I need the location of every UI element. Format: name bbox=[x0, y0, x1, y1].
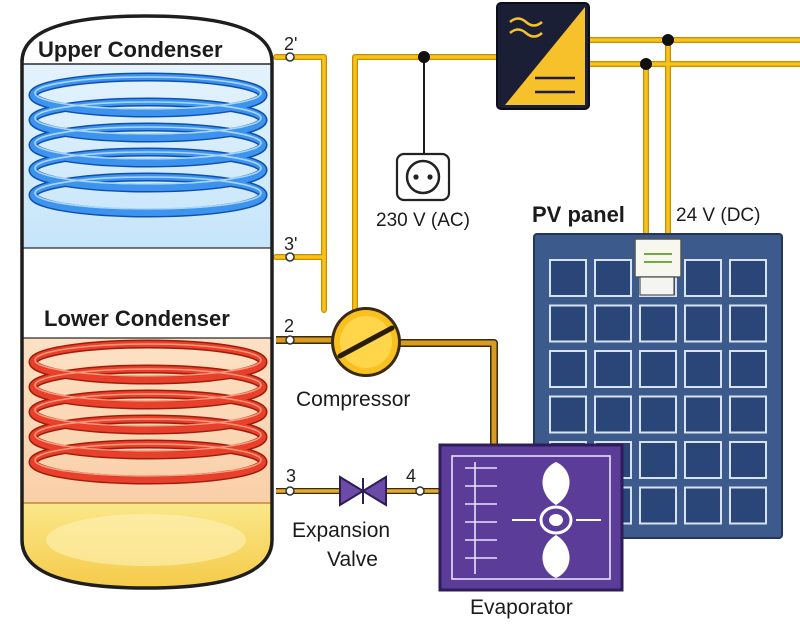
upper-condenser-label: Upper Condenser bbox=[38, 37, 223, 62]
pv-cell bbox=[594, 395, 632, 434]
inverter-icon bbox=[496, 2, 590, 110]
pv-cell bbox=[639, 350, 677, 388]
point-4-label: 4 bbox=[406, 466, 417, 486]
pv-cell bbox=[639, 486, 677, 525]
expansion-valve-label-line1: Expansion bbox=[292, 519, 391, 542]
expansion-valve-icon bbox=[339, 475, 387, 507]
expansion-valve-label-line2: Valve bbox=[327, 548, 378, 571]
dc-voltage-label: 24 V (DC) bbox=[676, 205, 761, 226]
pv-cell bbox=[549, 350, 587, 388]
ac-voltage-label: 230 V (AC) bbox=[376, 210, 470, 231]
pv-cell bbox=[729, 259, 767, 297]
lower-condenser-label: Lower Condenser bbox=[44, 306, 230, 331]
compressor-icon bbox=[331, 307, 401, 377]
pv-cell bbox=[729, 441, 767, 479]
point-3-label: 3 bbox=[286, 466, 297, 486]
power-socket-icon bbox=[395, 152, 451, 202]
pv-cell bbox=[639, 395, 677, 434]
pv-cell bbox=[684, 395, 722, 434]
pv-cell bbox=[594, 259, 632, 297]
wire-junctions bbox=[418, 34, 674, 70]
pv-cell bbox=[549, 395, 587, 434]
pv-cell bbox=[729, 350, 767, 388]
pv-cell bbox=[594, 350, 632, 388]
pv-cells bbox=[549, 259, 767, 525]
pv-cell bbox=[639, 441, 677, 479]
pv-panel-label: PV panel bbox=[532, 202, 625, 227]
evaporator-label: Evaporator bbox=[470, 596, 573, 619]
electric-wiring bbox=[273, 37, 800, 333]
evaporator-unit bbox=[438, 443, 624, 592]
pv-cell bbox=[684, 304, 722, 343]
point-3-prime-label: 3' bbox=[284, 234, 298, 254]
pv-cell bbox=[729, 304, 767, 343]
pv-cell bbox=[639, 304, 677, 343]
pv-cell bbox=[684, 259, 722, 297]
pv-cell bbox=[684, 441, 722, 479]
point-2-label: 2 bbox=[284, 316, 295, 336]
pv-cell bbox=[729, 395, 767, 434]
lower-condenser-coil bbox=[28, 339, 268, 485]
upper-condenser-coil bbox=[28, 72, 268, 218]
pv-panel bbox=[533, 233, 783, 539]
tank-ports bbox=[285, 52, 425, 496]
fan-icon bbox=[512, 462, 601, 578]
evaporator-fins bbox=[465, 462, 497, 574]
pv-cell bbox=[594, 304, 632, 343]
point-2-prime-label: 2' bbox=[284, 34, 298, 54]
pv-cell bbox=[729, 486, 767, 525]
pv-cell bbox=[549, 304, 587, 343]
pv-cell bbox=[684, 486, 722, 525]
pv-cell bbox=[684, 350, 722, 388]
pv-cell bbox=[549, 259, 587, 297]
compressor-label: Compressor bbox=[296, 388, 411, 411]
